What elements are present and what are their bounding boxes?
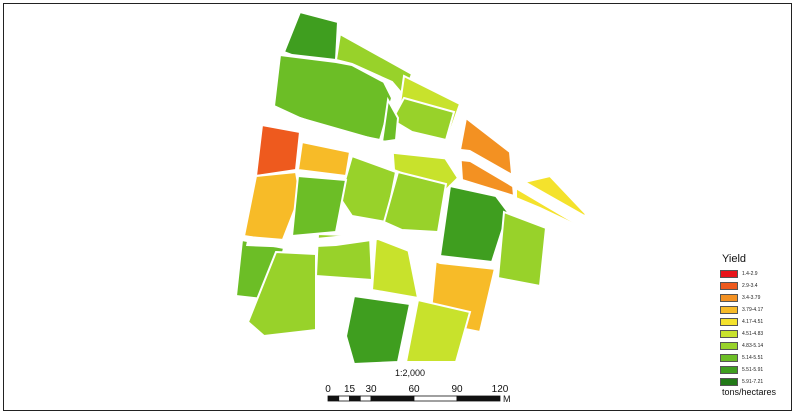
legend-item: 3.79-4.17	[720, 304, 792, 315]
legend-label: 4.51-4.83	[742, 330, 764, 337]
scale-segment	[338, 395, 350, 402]
field-parcel-f12	[242, 170, 302, 244]
legend-swatch	[720, 281, 738, 290]
legend-item: 5.91-7.21	[720, 376, 792, 387]
field-parcels	[234, 10, 588, 366]
field-parcel-f22	[344, 294, 412, 366]
legend-swatch	[720, 353, 738, 362]
legend-item: 3.4-3.79	[720, 292, 792, 303]
legend-swatch	[720, 317, 738, 326]
legend-label: 3.79-4.17	[742, 306, 764, 313]
legend-swatch	[720, 365, 738, 374]
legend-label: 5.14-5.51	[742, 354, 764, 361]
legend-label: 2.9-3.4	[742, 282, 758, 289]
field-parcel-f24	[404, 298, 472, 363]
scale-tick-label: 30	[365, 384, 377, 395]
legend-label: 4.17-4.51	[742, 318, 764, 325]
field-parcel-f5	[254, 123, 302, 178]
scale-segment	[413, 395, 458, 402]
legend-rows: 1.4-2.9 2.9-3.4 3.4-3.79 3.79-4.17 4.17-4.51…	[720, 268, 792, 387]
scale-unit: M	[503, 394, 511, 404]
scale-tick-label: 90	[451, 384, 463, 395]
field-parcel-f15	[438, 184, 510, 264]
scale-tick-label: 120	[492, 384, 509, 395]
legend-item: 2.9-3.4	[720, 280, 792, 291]
legend-title: Yield	[722, 253, 747, 265]
legend-swatch	[720, 305, 738, 314]
scale-segment	[370, 395, 415, 402]
legend-item: 5.14-5.51	[720, 352, 792, 363]
field-parcel-f17	[496, 210, 548, 288]
legend-swatch	[720, 341, 738, 350]
field-parcel-f14	[382, 170, 448, 234]
field-parcel-f8	[380, 96, 400, 144]
road-strip	[246, 232, 498, 270]
scale-segment	[359, 395, 372, 402]
scale-segment	[327, 395, 340, 402]
field-parcel-f1	[282, 10, 340, 62]
field-parcel-f6	[296, 140, 352, 178]
scale-segment	[349, 395, 361, 402]
field-parcel-f13	[290, 174, 348, 238]
legend-swatch	[720, 377, 738, 386]
scale-tick-label: 15	[344, 384, 356, 395]
legend-item: 4.83-5.14	[720, 340, 792, 351]
legend-item: 1.4-2.9	[720, 268, 792, 279]
legend-item: 5.51-5.91	[720, 364, 792, 375]
scale-tick-label: 60	[408, 384, 420, 395]
legend-item: 4.17-4.51	[720, 316, 792, 327]
legend-swatch	[720, 269, 738, 278]
legend-label: 1.4-2.9	[742, 270, 758, 277]
legend: Yield 1.4-2.9 2.9-3.4 3.4-3.79 3.79-4.17 4.1…	[720, 253, 792, 388]
scale-segment	[456, 395, 501, 402]
legend-label: 4.83-5.14	[742, 342, 764, 349]
roads	[246, 108, 590, 270]
legend-item: 4.51-4.83	[720, 328, 792, 339]
legend-units: tons/hectares	[722, 387, 777, 397]
legend-label: 5.91-7.21	[742, 378, 764, 385]
field-parcel-f23	[246, 250, 317, 338]
legend-label: 5.51-5.91	[742, 366, 764, 373]
road-strip	[264, 108, 590, 230]
legend-swatch	[720, 293, 738, 302]
legend-label: 3.4-3.79	[742, 294, 761, 301]
scale-tick-label: 0	[325, 384, 331, 395]
legend-swatch	[720, 329, 738, 338]
field-parcel-f3	[334, 32, 414, 98]
